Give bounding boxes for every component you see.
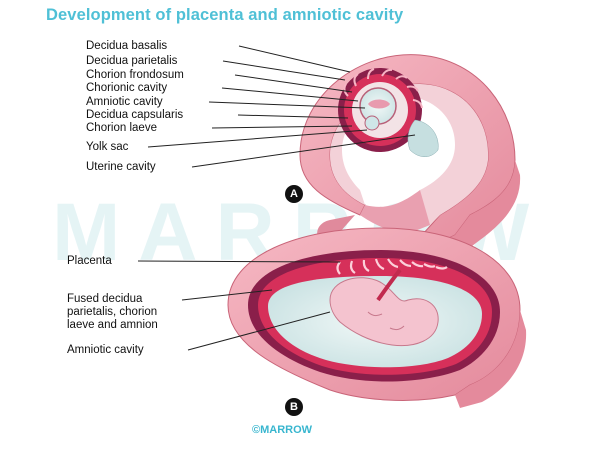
label-uterine-cavity: Uterine cavity	[86, 161, 156, 173]
footer-credit: ©MARROW	[252, 424, 313, 436]
leader-lines-a	[147, 45, 416, 168]
label-amniotic-cavity-a: Amniotic cavity	[86, 96, 163, 108]
label-fused-line3: laeve and amnion	[67, 319, 158, 331]
label-placenta: Placenta	[67, 255, 112, 267]
figure-a	[299, 54, 521, 262]
label-fused-line2: parietalis, chorion	[67, 306, 158, 318]
label-decidua-parietalis: Decidua parietalis	[86, 55, 178, 67]
label-yolk-sac: Yolk sac	[86, 141, 129, 153]
label-chorion-frondosum: Chorion frondosum	[86, 69, 184, 81]
figure-b	[227, 227, 527, 408]
label-decidua-capsularis: Decidua capsularis	[86, 109, 184, 121]
label-amniotic-cavity-b: Amniotic cavity	[67, 344, 144, 356]
leader-lines-b	[137, 260, 341, 351]
figure-a-badge: A	[285, 185, 303, 203]
page-title: Development of placenta and amniotic cav…	[46, 6, 404, 24]
figure-b-badge: B	[285, 398, 303, 416]
label-fused-line1: Fused decidua	[67, 293, 143, 305]
label-chorion-laeve: Chorion laeve	[86, 122, 157, 134]
label-chorionic-cavity: Chorionic cavity	[86, 82, 168, 94]
label-decidua-basalis: Decidua basalis	[86, 40, 168, 52]
